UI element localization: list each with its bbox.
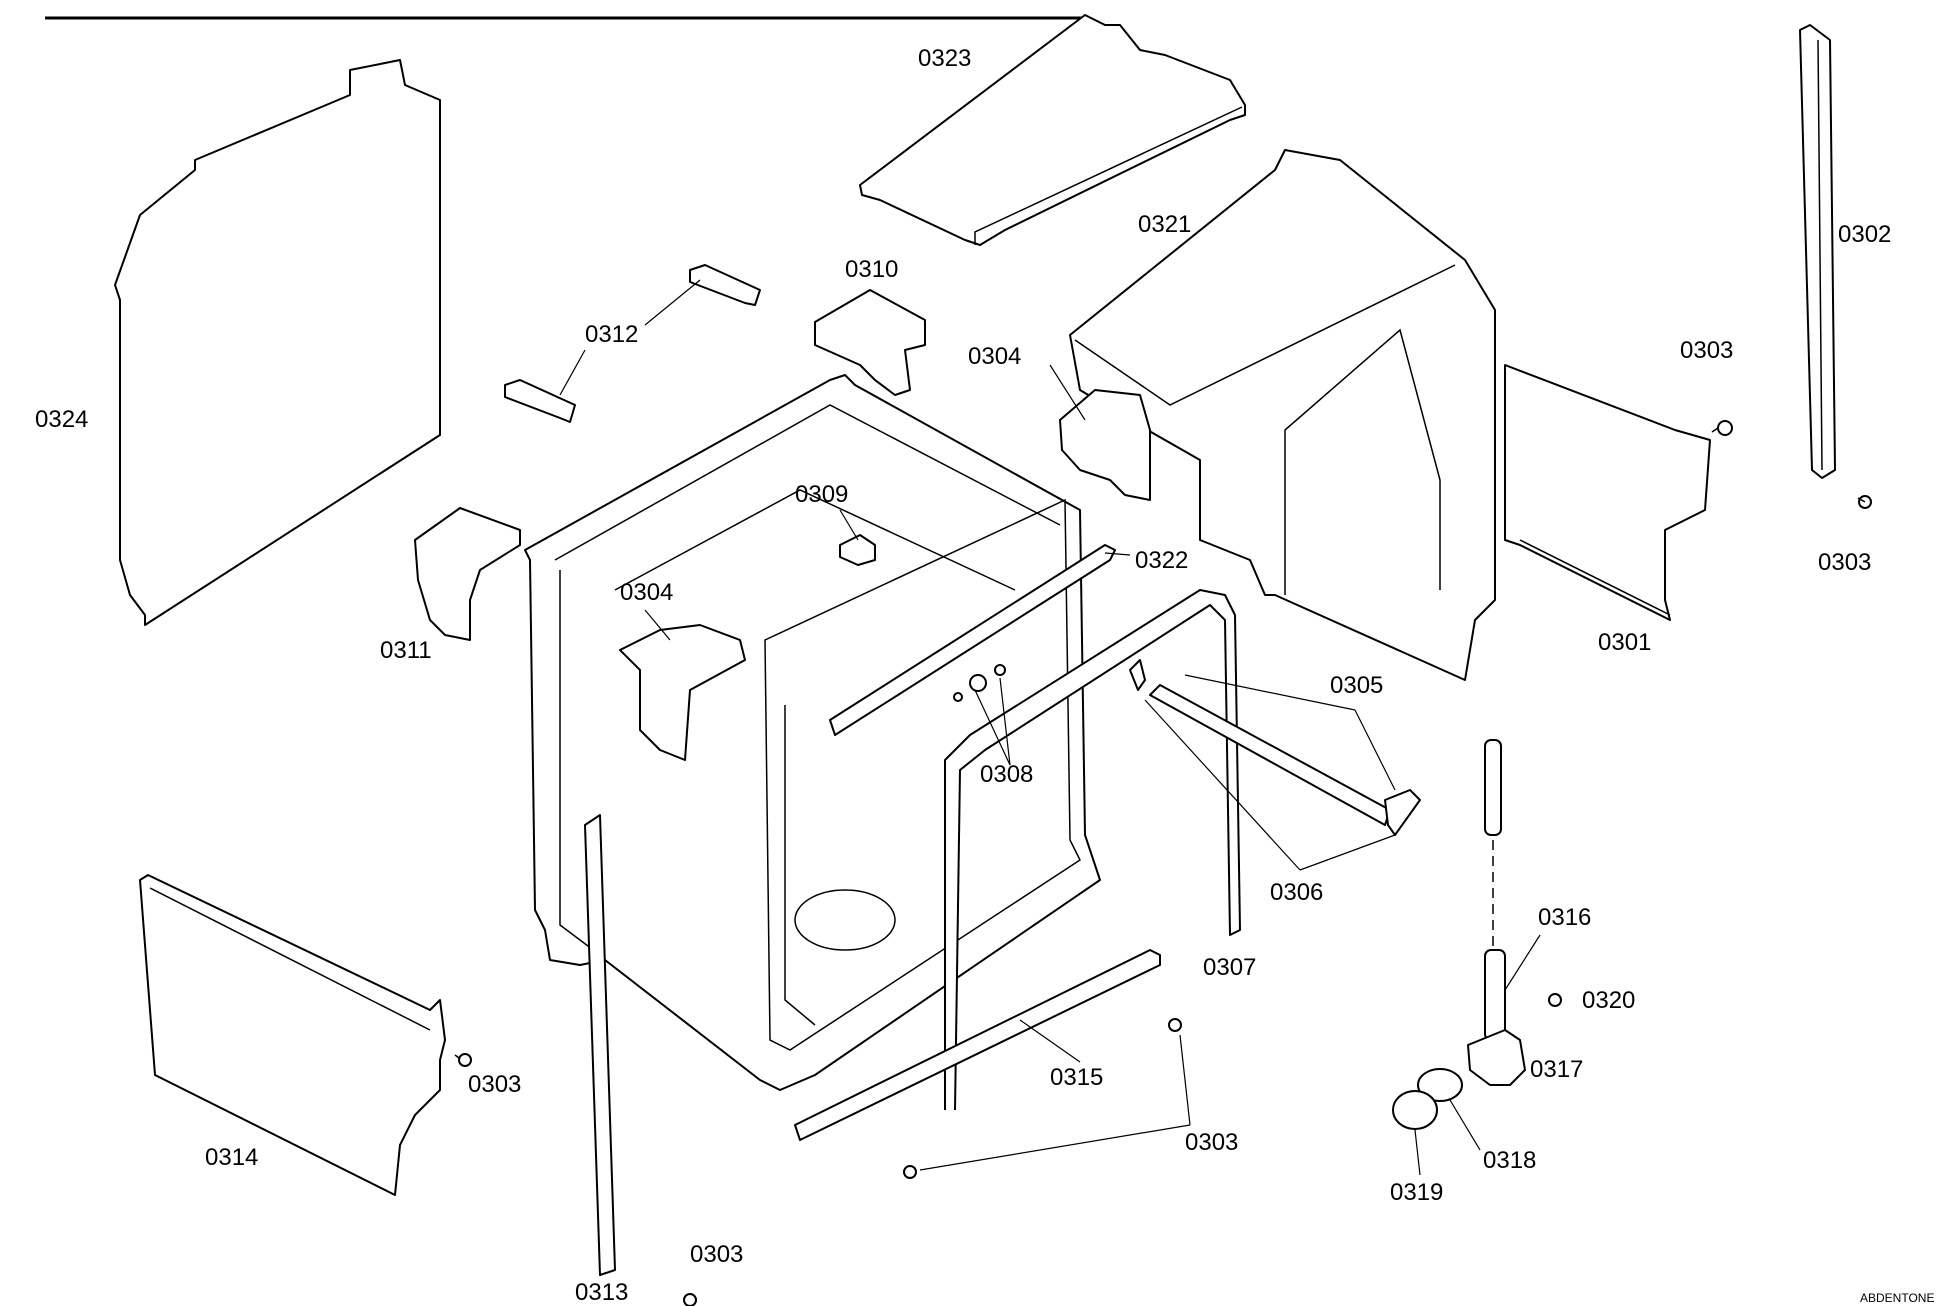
part-0312-hinge-b — [504, 379, 576, 423]
leader-lines — [559, 279, 1541, 1176]
label-0305: 0305 — [1330, 672, 1383, 699]
label-0314: 0314 — [205, 1144, 258, 1171]
corner-code: ABDENTONE — [1860, 1291, 1934, 1305]
part-0309-clip — [839, 534, 876, 566]
label-0323: 0323 — [918, 45, 971, 72]
label-0310: 0310 — [845, 256, 898, 283]
part-0316-hose — [1484, 739, 1506, 1041]
part-0305-rail — [1149, 684, 1391, 826]
label-0315: 0315 — [1050, 1064, 1103, 1091]
screw-0303-a — [1711, 420, 1733, 436]
part-0307-gasket — [944, 589, 1241, 1111]
part-0306-end-bracket — [1129, 659, 1146, 691]
part-0323-top-plate — [859, 14, 1246, 246]
part-0318-ring — [1417, 1068, 1463, 1102]
label-0304-a: 0304 — [968, 343, 1021, 370]
label-0322: 0322 — [1135, 547, 1188, 574]
part-0306-end-bracket-b — [1384, 789, 1421, 836]
part-0312-hinge-a — [689, 264, 761, 306]
screw-0303-b — [1857, 495, 1872, 509]
label-0313: 0313 — [575, 1279, 628, 1306]
label-0307: 0307 — [1203, 954, 1256, 981]
part-0317-fitting — [1467, 1029, 1526, 1086]
part-0304-bracket-right — [1059, 389, 1151, 501]
part-0308-fasteners — [953, 664, 1006, 702]
part-0324-side-panel — [114, 59, 441, 626]
part-0304-bracket-left — [619, 624, 746, 761]
part-0310-bracket — [814, 289, 926, 396]
label-0311: 0311 — [380, 637, 432, 664]
label-0312: 0312 — [585, 321, 638, 348]
label-0303-d: 0303 — [1185, 1129, 1238, 1156]
screw-0303-e — [683, 1293, 697, 1306]
label-0320: 0320 — [1582, 987, 1635, 1014]
part-0315-bottom-rail — [794, 949, 1161, 1141]
label-0303-a: 0303 — [1680, 337, 1733, 364]
label-0308: 0308 — [980, 761, 1033, 788]
part-0301-side-skirt — [1504, 364, 1711, 621]
label-0318: 0318 — [1483, 1147, 1536, 1174]
label-0304-b: 0304 — [620, 579, 673, 606]
part-0322-rail — [829, 544, 1116, 736]
callout-labels: 0302 0303 0303 0301 0304 0304 0305 0306 … — [35, 45, 1891, 1306]
screw-0303-c — [454, 1053, 472, 1067]
screw-0303-d — [903, 1018, 1182, 1179]
label-0301: 0301 — [1598, 629, 1651, 656]
screw-0320 — [1548, 993, 1562, 1007]
label-0319: 0319 — [1390, 1179, 1443, 1206]
label-0309: 0309 — [795, 481, 848, 508]
label-0303-e: 0303 — [690, 1241, 743, 1268]
part-0311-bracket — [414, 507, 521, 641]
part-0321-rear-panel — [1069, 149, 1496, 681]
part-0314-kick-panel — [139, 874, 446, 1196]
label-0321: 0321 — [1138, 211, 1191, 238]
label-0316: 0316 — [1538, 904, 1591, 931]
label-0324: 0324 — [35, 406, 88, 433]
label-0303-b: 0303 — [1818, 549, 1871, 576]
label-0306: 0306 — [1270, 879, 1323, 906]
label-0303-c: 0303 — [468, 1071, 521, 1098]
part-0319-cap — [1392, 1090, 1438, 1130]
part-0313-vertical-strip — [584, 814, 616, 1276]
label-0317: 0317 — [1530, 1056, 1583, 1083]
part-0302-trim-strip — [1799, 24, 1836, 479]
label-0302: 0302 — [1838, 221, 1891, 248]
